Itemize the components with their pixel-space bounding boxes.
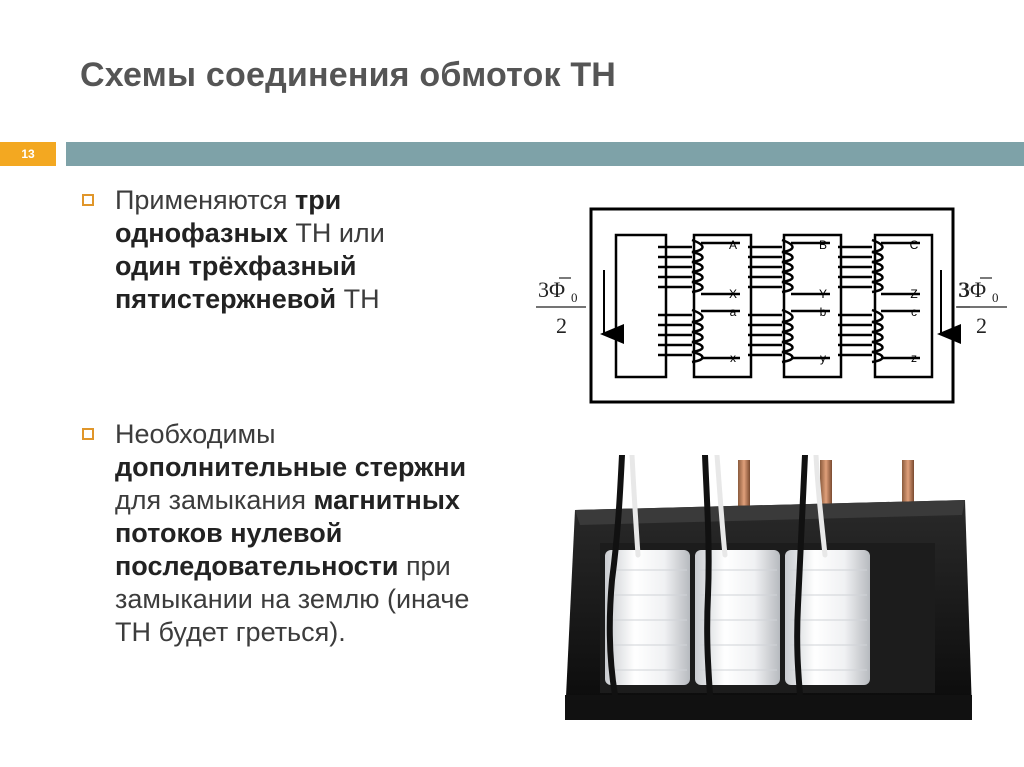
transformer-photo [565,455,972,720]
svg-text:2: 2 [976,313,987,338]
coil-limb-b [748,238,830,364]
terminal-b: b [820,305,827,319]
core-limb-b [782,233,843,379]
bullet-marker-2 [82,428,94,440]
coil-limb-c [838,238,920,364]
slide-title: Схемы соединения обмоток ТН [80,56,617,94]
svg-text:0: 0 [992,290,999,305]
core-limb-outer-left [614,233,668,379]
bullet-2-part-5: при замыкании на землю (иначе ТН будет г… [115,551,470,647]
core-limb-c [873,233,934,379]
terminal-a: a [730,305,737,319]
bullet-1-part-4: один трёхфазный пятистержневой [115,251,357,314]
flux-fraction-left: 3Φ 0 2 [536,277,586,338]
bullet-text-1: Применяются три однофазных ТН или один т… [115,184,405,316]
flux-fraction-right-full: 3Φ 0 2 [957,277,1007,338]
terminal-x: x [730,351,736,365]
svg-text:2: 2 [556,313,567,338]
terminal-A: A [729,238,737,252]
bullet-marker-1 [82,194,94,206]
core-limb-a [692,233,753,379]
svg-text:3Φ: 3Φ [959,277,986,302]
header-band-right [66,142,1024,166]
terminal-B: B [819,238,827,252]
slide-number: 13 [21,147,35,161]
terminal-y: y [820,351,826,365]
bullet-2-part-4: магнитных потоков нулевой последовательн… [115,485,460,581]
bullet-text-2: Необходимы дополнительные стержни для за… [115,418,485,649]
bullet-1-part-5: ТН [336,284,380,314]
svg-text:3Φ: 3Φ [958,277,970,302]
bullet-1-part-1: Применяются [115,185,295,215]
bullet-1-part-3: ТН или [287,218,385,248]
terminal-C: C [910,238,919,252]
svg-text:0: 0 [571,290,578,305]
coil-limb-a [658,238,740,364]
five-limb-core-diagram: A X a x B Y b y C Z c z 3Φ 0 2 3Φ [536,207,970,404]
terminal-Y: Y [819,287,827,301]
terminal-c: c [911,305,917,319]
bullet-2-part-2: дополнительные стержни [115,452,467,482]
bullet-2-part-1: Необходимы [115,419,276,449]
terminal-z: z [911,351,917,365]
bullet-2-part-3: для замыкания [115,485,314,515]
terminal-Z: Z [910,287,917,301]
terminal-X: X [729,287,737,301]
bullet-1-part-2: три однофазных [115,185,342,248]
svg-text:3Φ: 3Φ [538,277,565,302]
header-band-left [0,142,56,166]
